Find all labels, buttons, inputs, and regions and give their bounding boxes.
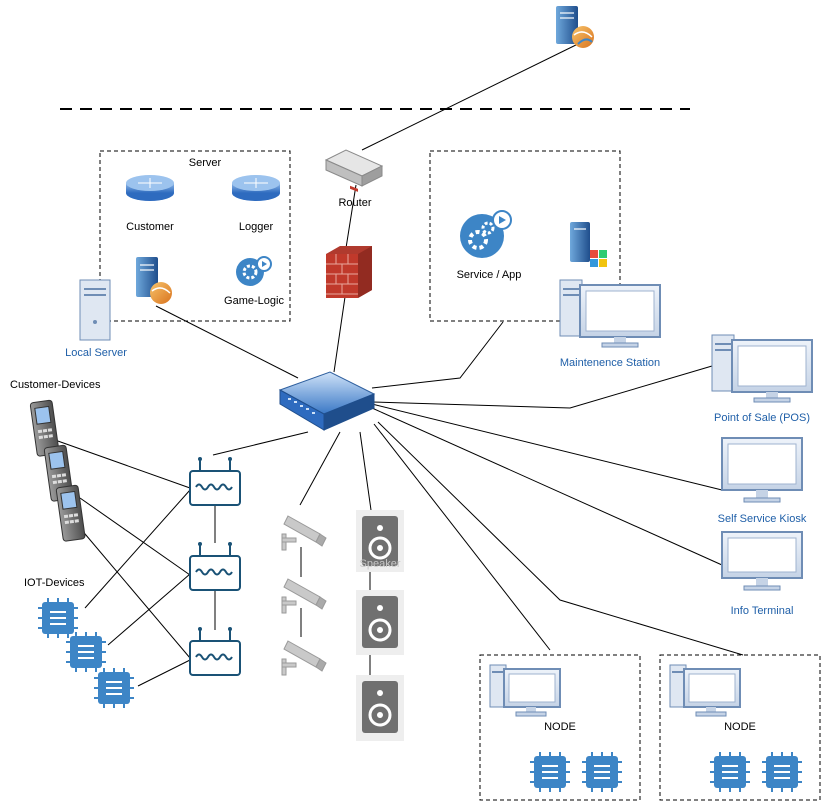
node1-chip-icon [582, 752, 622, 792]
local-server-label: Local Server [65, 347, 127, 359]
camera-icons [281, 515, 327, 676]
game-logic-gear-icon [236, 256, 272, 286]
node1-pc-icon [489, 664, 561, 717]
game-logic-label: Game-Logic [224, 295, 284, 307]
node2-chip-icon [762, 752, 802, 792]
iot-chip-icon [94, 668, 134, 708]
speaker-icon [356, 675, 404, 741]
speaker-faint-label: Speaker [359, 558, 401, 570]
node1-label: NODE [544, 721, 576, 733]
server-group-box [99, 150, 291, 322]
server-group-label: Server [188, 157, 222, 169]
security-camera-icon [281, 515, 327, 551]
logger-db-label: Logger [238, 221, 274, 233]
boundaries [60, 108, 821, 801]
phone-icons [29, 399, 86, 542]
info-terminal-monitor-icon [721, 531, 803, 591]
local-server-tower-icon [79, 279, 111, 341]
iot-chip-icon [38, 598, 78, 638]
connection-lines [54, 41, 744, 687]
windows-server-icon [570, 222, 607, 267]
web-server-icon [556, 6, 594, 48]
node1-group-box [479, 654, 641, 801]
kiosk-monitor-icon [721, 437, 803, 503]
speaker-icons [356, 510, 404, 741]
kiosk-label: Self Service Kiosk [717, 513, 807, 525]
logger-db-icon [232, 175, 280, 201]
wifi-ap-icon [189, 457, 241, 506]
security-camera-icon [281, 640, 327, 676]
iot-chip-icons [38, 598, 134, 708]
security-camera-icon [281, 578, 327, 614]
pos-terminal-icon [711, 334, 813, 403]
node2-group-box [659, 654, 821, 801]
wifi-ap-icon [189, 627, 241, 676]
phone-icon [55, 484, 86, 542]
wifi-ap-icon [189, 542, 241, 591]
node2-pc-icon [669, 664, 741, 717]
router-label: Router [338, 197, 372, 209]
customer-devices-label: Customer-Devices [10, 379, 101, 391]
info-terminal-label: Info Terminal [730, 605, 794, 617]
wifi-access-point-icons [189, 457, 241, 676]
maintenance-station-label: Maintenence Station [559, 357, 661, 369]
node2-label: NODE [724, 721, 756, 733]
speaker-icon [356, 590, 404, 655]
node2-chip-icon [710, 752, 750, 792]
iot-devices-label: IOT-Devices [24, 577, 85, 589]
speaker-icon [356, 510, 404, 572]
maintenance-station-pc-icon [559, 279, 661, 348]
firewall-icon [326, 246, 372, 298]
network-switch-icon [278, 371, 376, 431]
customer-db-icon [126, 175, 174, 201]
node1-chip-icon [530, 752, 570, 792]
app-server-icon [136, 257, 172, 304]
customer-db-label: Customer [126, 221, 174, 233]
iot-chip-icon [66, 632, 106, 672]
service-app-gear-icon [460, 210, 512, 258]
service-app-label: Service / App [456, 269, 522, 281]
pos-label: Point of Sale (POS) [714, 412, 810, 424]
router-icon [324, 149, 384, 192]
service-group-box [429, 150, 621, 322]
